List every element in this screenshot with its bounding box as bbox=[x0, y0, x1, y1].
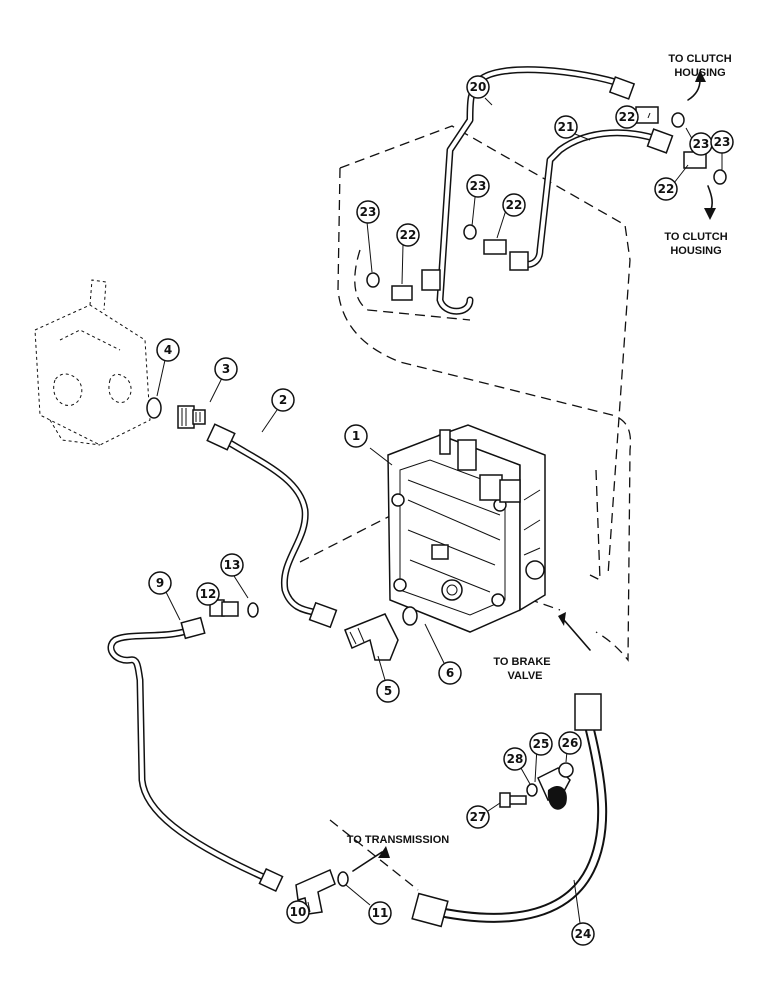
svg-text:3: 3 bbox=[222, 362, 230, 376]
o-ring-23-a bbox=[366, 272, 380, 288]
svg-text:21: 21 bbox=[558, 120, 575, 134]
svg-text:10: 10 bbox=[290, 905, 307, 919]
label-brake-valve-line1: TO BRAKE bbox=[493, 656, 550, 668]
callout-4: 4 bbox=[156, 338, 180, 362]
o-ring-6 bbox=[402, 606, 418, 626]
svg-text:28: 28 bbox=[507, 752, 524, 766]
callout-10: 10 bbox=[286, 900, 310, 924]
label-brake-valve-line2: VALVE bbox=[507, 670, 542, 682]
svg-text:24: 24 bbox=[575, 927, 592, 941]
callout-26: 26 bbox=[558, 731, 582, 755]
callout-13: 13 bbox=[220, 553, 244, 577]
svg-text:20: 20 bbox=[470, 80, 487, 94]
callout-9: 9 bbox=[148, 571, 172, 595]
label-clutch-housing-bottom-line1: TO CLUTCH bbox=[664, 231, 727, 243]
o-ring-23-c bbox=[671, 112, 685, 128]
callout-23-d: 23 bbox=[710, 130, 734, 154]
svg-text:23: 23 bbox=[714, 135, 731, 149]
svg-text:12: 12 bbox=[200, 587, 217, 601]
callout-28: 28 bbox=[503, 747, 527, 771]
arrow-transmission bbox=[352, 851, 383, 872]
fitting-22-a bbox=[391, 285, 413, 301]
bolt-27 bbox=[499, 792, 527, 808]
callout-20: 20 bbox=[466, 75, 490, 99]
callout-27: 27 bbox=[466, 805, 490, 829]
callout-21: 21 bbox=[554, 115, 578, 139]
svg-text:1: 1 bbox=[352, 429, 360, 443]
svg-text:22: 22 bbox=[506, 198, 523, 212]
svg-text:4: 4 bbox=[164, 343, 172, 357]
callout-23-b: 23 bbox=[466, 174, 490, 198]
o-ring-4 bbox=[146, 397, 162, 419]
callout-22-a: 22 bbox=[615, 105, 639, 129]
control-valve-body bbox=[387, 424, 546, 633]
svg-text:11: 11 bbox=[372, 906, 389, 920]
o-ring-13 bbox=[247, 602, 259, 618]
label-clutch-housing-bottom-line2: HOUSING bbox=[670, 245, 721, 257]
svg-text:6: 6 bbox=[446, 666, 454, 680]
fitting-3 bbox=[177, 405, 206, 429]
svg-text:22: 22 bbox=[619, 110, 636, 124]
dashed-boundary-inner bbox=[354, 249, 601, 582]
callout-22-d: 22 bbox=[654, 177, 678, 201]
label-transmission: TO TRANSMISSION bbox=[347, 834, 450, 846]
label-clutch-housing-top-line2: HOUSING bbox=[674, 67, 725, 79]
o-ring-23-b bbox=[463, 224, 477, 240]
svg-text:2: 2 bbox=[279, 393, 287, 407]
fitting-22-c bbox=[635, 106, 659, 124]
callout-2: 2 bbox=[271, 388, 295, 412]
svg-text:23: 23 bbox=[470, 179, 487, 193]
svg-text:26: 26 bbox=[562, 736, 579, 750]
callout-23-a: 23 bbox=[356, 200, 380, 224]
svg-text:5: 5 bbox=[384, 684, 392, 698]
tee-fitting-10 bbox=[295, 868, 336, 915]
dashed-boundary-upper bbox=[337, 125, 632, 662]
svg-text:22: 22 bbox=[658, 182, 675, 196]
pump-housing bbox=[34, 279, 151, 446]
svg-text:23: 23 bbox=[360, 205, 377, 219]
callout-6: 6 bbox=[438, 661, 462, 685]
callout-25: 25 bbox=[529, 732, 553, 756]
callout-22-c: 22 bbox=[502, 193, 526, 217]
svg-text:13: 13 bbox=[224, 558, 241, 572]
svg-text:25: 25 bbox=[533, 737, 550, 751]
o-ring-23-d bbox=[713, 169, 727, 185]
svg-text:23: 23 bbox=[693, 137, 710, 151]
callout-12: 12 bbox=[196, 582, 220, 606]
fitting-22-b bbox=[483, 239, 507, 255]
leader-lines bbox=[156, 97, 723, 924]
callout-11: 11 bbox=[368, 901, 392, 925]
arrow-clutch-top bbox=[687, 79, 701, 101]
svg-text:22: 22 bbox=[400, 228, 417, 242]
svg-text:9: 9 bbox=[156, 576, 164, 590]
callout-3: 3 bbox=[214, 357, 238, 381]
arrow-brake bbox=[563, 619, 591, 651]
o-ring-11 bbox=[337, 871, 349, 887]
spacer-26 bbox=[558, 762, 574, 778]
callout-22-b: 22 bbox=[396, 223, 420, 247]
callout-23-c: 23 bbox=[689, 132, 713, 156]
washer-28 bbox=[526, 783, 538, 797]
callout-5: 5 bbox=[376, 679, 400, 703]
dashed-leader-bottom bbox=[329, 819, 419, 891]
callout-1: 1 bbox=[344, 424, 368, 448]
elbow-fitting-5 bbox=[344, 613, 399, 661]
label-clutch-housing-top-line1: TO CLUTCH bbox=[668, 53, 731, 65]
svg-text:27: 27 bbox=[470, 810, 487, 824]
callout-24: 24 bbox=[571, 922, 595, 946]
